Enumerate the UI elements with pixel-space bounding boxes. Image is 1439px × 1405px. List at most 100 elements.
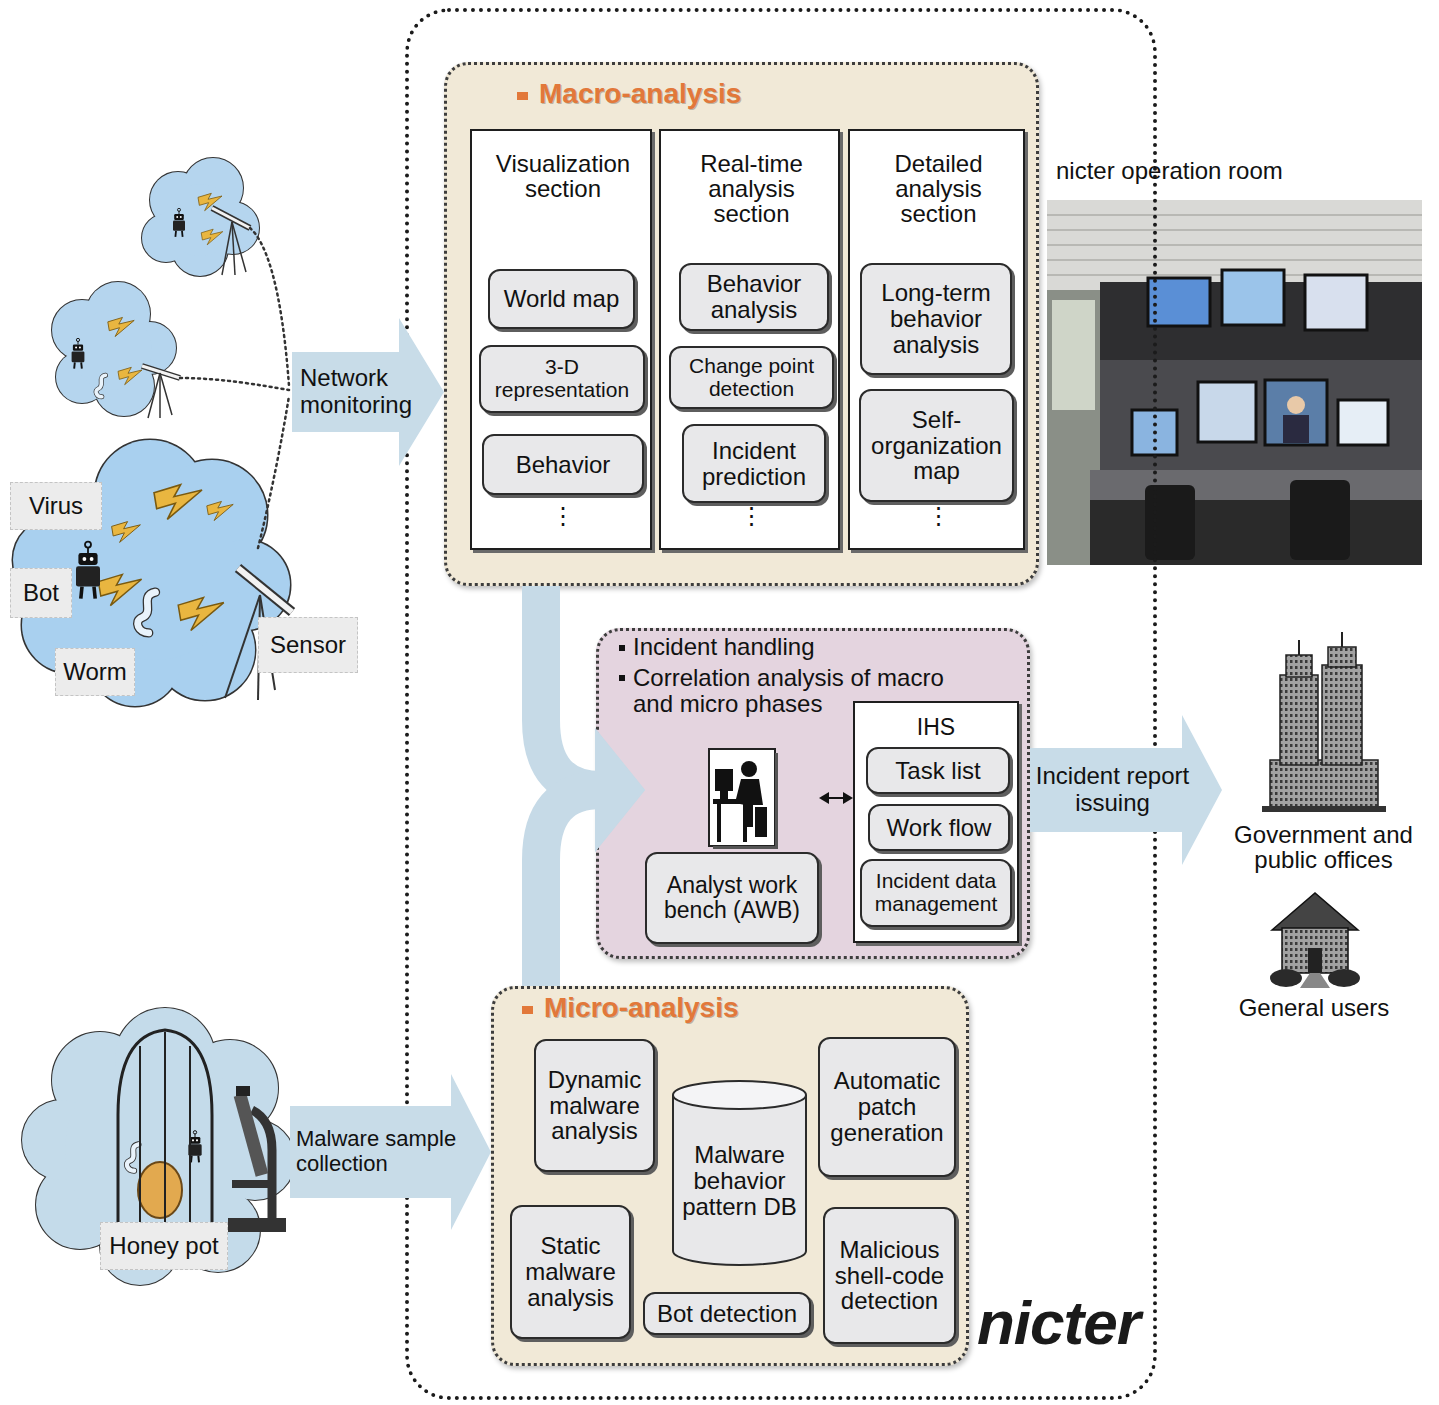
process-box: Malicious shell-code detection [823,1207,956,1344]
government-building [1270,760,1378,810]
list-bullet [619,645,625,651]
government-building [1341,632,1343,647]
operation-room-photo [1198,382,1256,442]
box-text: Change point detection [677,355,826,400]
column-title-holder: Detailed analysis section [856,151,1021,227]
house-icon [1328,969,1360,987]
operation-room-photo [1338,400,1388,445]
panel-heading: Incident handling [633,633,1013,660]
logo-holder: nicter [977,1292,1140,1354]
connector [290,1074,491,1230]
ihs-title-holder: IHS [855,715,1017,740]
sensor-cloud-large [112,522,141,543]
honeypot-illustration [22,1008,295,1285]
process-box: Behavior [482,434,644,495]
sensor-cloud-medium [148,373,160,418]
sensor-cloud-large [138,592,156,633]
process-box: Static malware analysis [510,1205,631,1339]
sensor-cloud-large [225,595,260,698]
sensor-cloud-medium [118,367,142,384]
connector [819,792,853,804]
system-boundary: nicter Macro-analysisVisualization sectio… [405,8,1157,1400]
process-box: Change point detection [669,346,834,409]
process-box: Dynamic malware analysis [534,1039,655,1172]
box-text: Incident data management [868,870,1004,915]
cloud-node: Honey pot [40,1015,290,1275]
honeypot-illustration [138,1162,182,1218]
government-building [1262,632,1386,812]
section-column: Real-time analysis section⋮Behavior anal… [659,129,840,550]
sensor-cloud-small [142,158,259,276]
edge-label-holder: Incident report issuing [1030,763,1195,817]
workbench-icon [713,846,778,849]
government-building [1298,640,1300,655]
process-box: Task list [866,747,1010,794]
honeypot-illustration [127,1144,139,1170]
workbench-node: Analyst work bench (AWB) [645,747,819,944]
process-box: Behavior analysis [679,263,829,331]
sensor-cloud-medium [108,317,134,336]
block-arrow [292,318,444,466]
honeypot-illustration [118,1030,212,1232]
panel-text-holder: Correlation analysis of macro and micro … [633,665,983,717]
sensor-feed-lines [250,228,289,386]
edge-label: Malware sample collection [296,1127,476,1176]
honeypot-illustration [139,1046,141,1232]
edge-label-holder: Malware sample collection [296,1127,476,1176]
box-text: Static malware analysis [518,1233,623,1311]
ihs-box: IHS Task listWork flowIncident data manag… [853,701,1019,943]
block-arrow [1030,715,1222,865]
workbench-icon [720,791,728,799]
process-box: Incident data management [860,859,1012,927]
honeypot-illustration [236,1086,250,1096]
box-text: Self-organization map [867,407,1006,485]
workbench-label-box: Analyst work bench (AWB) [645,852,819,944]
panel-title: Micro-analysis [544,991,739,1025]
box-text: Long-term behavior analysis [868,280,1004,358]
sensor-cloud-large [238,568,292,612]
box-text: Malicious shell-code detection [831,1237,948,1315]
government-building [1262,806,1386,812]
operation-room-photo [1047,244,1422,246]
box-text: Task list [874,758,1002,784]
sensor-cloud-large [238,568,292,612]
sensor-cloud-medium [72,310,152,390]
operation-room-photo [1148,278,1210,326]
box-text: Behavior [490,452,636,478]
sensor-cloud-medium [72,310,152,390]
column-title: Real-time analysis section [667,151,836,227]
column-title: Detailed analysis section [856,151,1021,227]
analysis-panel: Macro-analysisVisualization section⋮Worl… [444,62,1039,586]
connector [292,318,444,466]
honeypot-illustration [228,1218,286,1232]
title-bullet [522,1006,533,1014]
honeypot-illustration [232,1180,274,1188]
sensor-feed-lines [180,378,289,390]
workbench-icon [709,749,775,846]
honeypot-illustration [189,1046,191,1232]
process-box: Automatic patch generation [818,1037,956,1177]
sensor-cloud-small [232,222,246,272]
process-box: Work flow [868,804,1010,851]
box-text: Behavior analysis [687,271,821,323]
ihs-title: IHS [855,715,1017,740]
edge-label: Network monitoring [300,365,440,419]
block-arrow [290,1074,491,1230]
box-text: 3-D representation [487,356,637,401]
sensor-cloud-small [164,184,236,256]
process-box: 3-D representation [479,345,645,413]
label-chip: Sensor [258,617,358,673]
sensor-cloud-large [207,501,233,520]
operation-room-photo [1145,485,1195,560]
workbench-icon [775,753,778,848]
connector [1030,715,1222,865]
sensor-cloud-large [178,598,224,631]
photo-caption: nicter operation room [1056,158,1283,184]
government-building [1280,675,1318,765]
edge-label-holder: Network monitoring [300,365,440,419]
cloud-label: Bot [23,580,59,606]
operation-room-photo [1283,415,1309,443]
house-icon [1300,973,1330,988]
operation-room-photo [1052,300,1095,410]
